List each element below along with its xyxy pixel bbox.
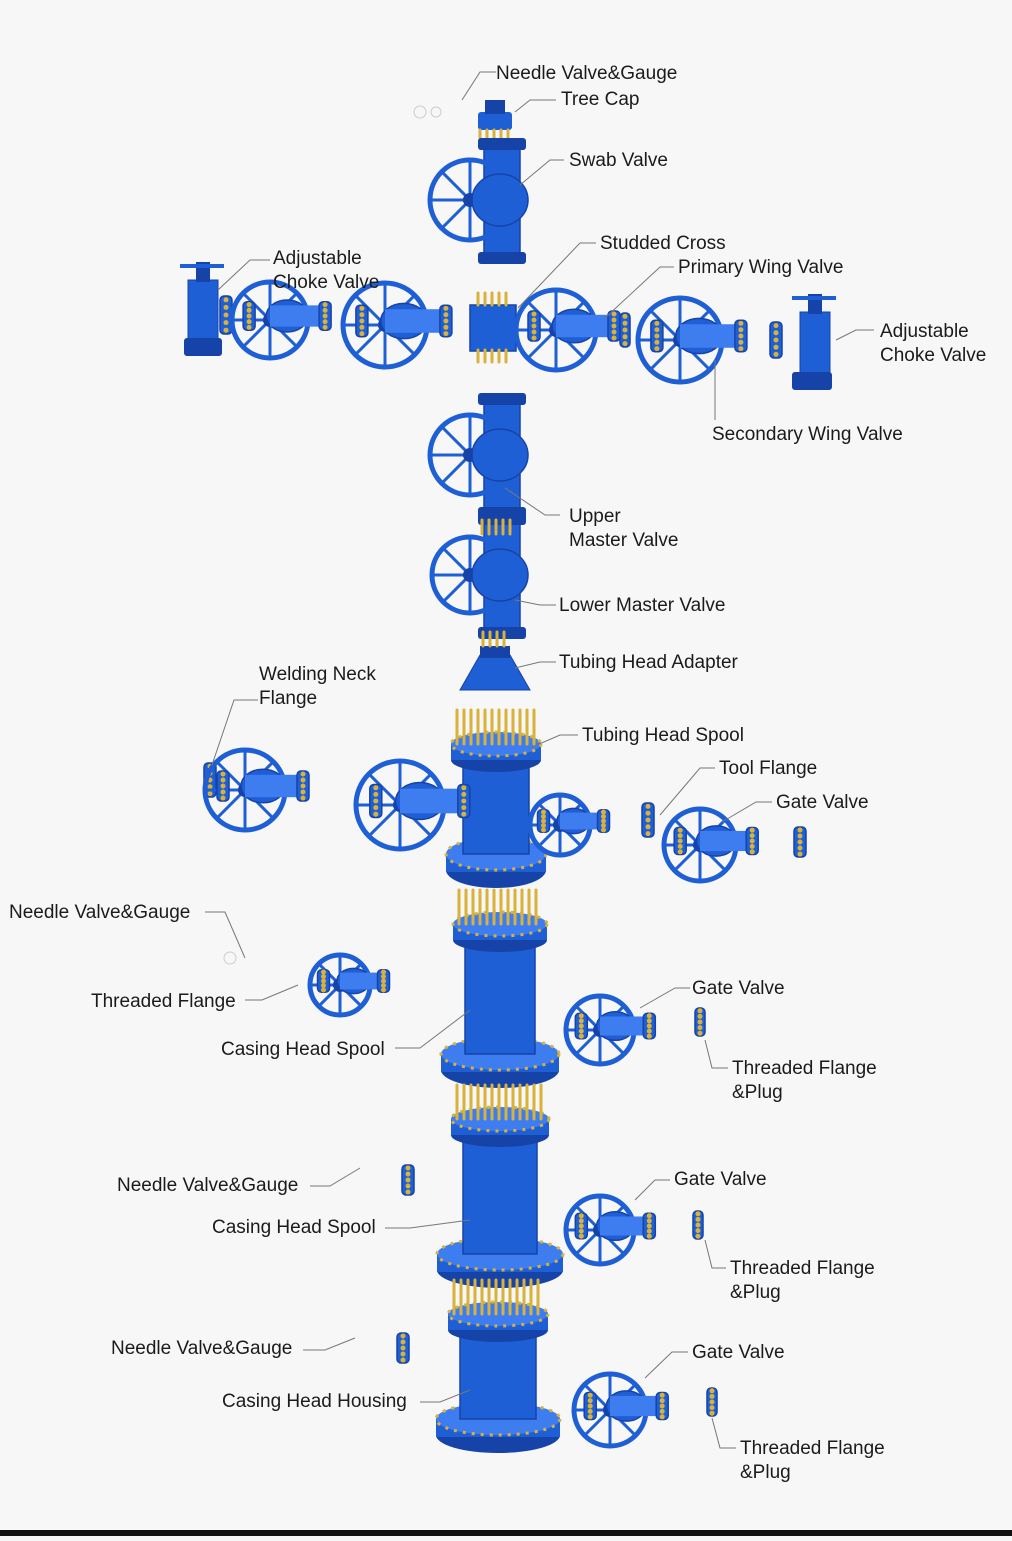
label-needle-valve-gauge-2: Needle Valve&Gauge bbox=[9, 902, 191, 923]
leader-line bbox=[704, 1039, 728, 1069]
gate-valve-casing-right-1 bbox=[563, 993, 657, 1067]
casing-head-housing bbox=[434, 1278, 562, 1453]
leader-line bbox=[514, 599, 556, 606]
label-studded-cross: Studded Cross bbox=[600, 233, 726, 254]
leader-line bbox=[395, 1009, 471, 1049]
threaded-flange-plug-1 bbox=[694, 1007, 706, 1037]
label-gate-valve-1: Gate Valve bbox=[776, 792, 869, 813]
threaded-flange-plug-2 bbox=[692, 1210, 704, 1240]
leader-line bbox=[704, 1239, 726, 1269]
lower-master-valve bbox=[429, 513, 529, 639]
label-needle-valve-gauge-3: Needle Valve&Gauge bbox=[117, 1175, 299, 1196]
leader-line bbox=[659, 767, 715, 816]
label-lower-master-valve: Lower Master Valve bbox=[559, 595, 726, 616]
label-gate-valve-4: Gate Valve bbox=[692, 1342, 785, 1363]
label-gate-valve-2: Gate Valve bbox=[692, 978, 785, 999]
tubing-head-adapter bbox=[459, 630, 531, 691]
leader-line bbox=[303, 1337, 356, 1351]
label-threaded-flange: Threaded Flange bbox=[91, 991, 236, 1012]
needle-valve-gauge-2 bbox=[223, 951, 237, 965]
casing-head-spool-1 bbox=[439, 888, 561, 1088]
leader-line bbox=[420, 1389, 471, 1403]
leader-line bbox=[519, 159, 564, 186]
leader-line bbox=[514, 99, 556, 113]
leader-line bbox=[514, 661, 556, 669]
adjustable-choke-valve-left bbox=[180, 262, 233, 356]
leader-line bbox=[504, 487, 560, 516]
primary-wing-valve bbox=[513, 287, 631, 373]
leader-line bbox=[711, 1417, 736, 1449]
label-adjustable-choke-valve-left: Adjustable Choke Valve bbox=[273, 248, 380, 293]
gate-valve-tubing-right-1 bbox=[527, 792, 611, 858]
leader-line bbox=[721, 801, 772, 823]
bottom-edge-bar bbox=[0, 1530, 1012, 1536]
label-casing-head-spool-2: Casing Head Spool bbox=[212, 1217, 376, 1238]
leader-line bbox=[217, 259, 270, 291]
label-casing-head-housing: Casing Head Housing bbox=[222, 1391, 407, 1412]
tool-flange bbox=[641, 802, 655, 838]
swab-valve bbox=[427, 138, 529, 264]
leader-line bbox=[385, 1219, 471, 1229]
leader-line bbox=[529, 734, 578, 749]
label-tubing-head-adapter: Tubing Head Adapter bbox=[559, 652, 738, 673]
leader-line bbox=[310, 1167, 361, 1187]
label-primary-wing-valve: Primary Wing Valve bbox=[678, 257, 844, 278]
leader-line bbox=[461, 71, 496, 101]
needle-valve-gauge-3 bbox=[401, 1164, 415, 1196]
label-secondary-wing-valve: Secondary Wing Valve bbox=[712, 424, 903, 445]
leader-line bbox=[245, 984, 299, 1001]
needle-valve-gauge-top bbox=[413, 105, 442, 119]
studded-cross bbox=[469, 291, 517, 364]
gate-valve-tubing-right-2 bbox=[661, 806, 759, 884]
label-threaded-flange-plug-1: Threaded Flange &Plug bbox=[732, 1058, 877, 1103]
label-threaded-flange-plug-2: Threaded Flange &Plug bbox=[730, 1258, 875, 1303]
adjustable-choke-valve-right bbox=[769, 294, 836, 390]
label-upper-master-valve: Upper Master Valve bbox=[569, 506, 679, 551]
tree-cap bbox=[478, 100, 512, 142]
leader-line bbox=[211, 699, 258, 766]
threaded-flange-plug-top bbox=[793, 826, 807, 858]
label-gate-valve-3: Gate Valve bbox=[674, 1169, 767, 1190]
needle-valve-gauge-4 bbox=[396, 1332, 410, 1364]
label-swab-valve: Swab Valve bbox=[569, 150, 668, 171]
leader-line bbox=[517, 242, 596, 309]
gate-valve-tubing-left-2 bbox=[353, 758, 471, 852]
label-welding-neck-flange: Welding Neck Flange bbox=[259, 664, 376, 709]
secondary-wing-valve bbox=[635, 295, 748, 385]
label-needle-valve-gauge-top: Needle Valve&Gauge bbox=[496, 63, 678, 84]
gate-valve-left-1 bbox=[229, 279, 332, 361]
label-adjustable-choke-valve-right: Adjustable Choke Valve bbox=[880, 321, 987, 366]
label-needle-valve-gauge-4: Needle Valve&Gauge bbox=[111, 1338, 293, 1359]
leader-line bbox=[634, 1179, 670, 1201]
gate-valve-tubing-left-1 bbox=[202, 747, 310, 833]
leader-line bbox=[644, 1351, 688, 1379]
gate-valve-casing-right-2 bbox=[563, 1193, 657, 1267]
casing-head-spool-2 bbox=[435, 1083, 565, 1288]
label-tool-flange: Tool Flange bbox=[719, 758, 818, 779]
label-casing-head-spool-1: Casing Head Spool bbox=[221, 1039, 385, 1060]
upper-master-valve bbox=[427, 393, 529, 519]
label-tree-cap: Tree Cap bbox=[561, 89, 640, 110]
gate-valve-casing-right-3 bbox=[571, 1371, 669, 1449]
leader-line bbox=[835, 329, 874, 341]
gate-valve-left-2 bbox=[340, 280, 453, 370]
tubing-head-spool bbox=[444, 708, 548, 888]
threaded-flange-plug-3 bbox=[706, 1387, 718, 1417]
label-tubing-head-spool: Tubing Head Spool bbox=[582, 725, 744, 746]
leader-line bbox=[205, 911, 246, 959]
gate-valve-casing-left bbox=[307, 952, 391, 1018]
label-threaded-flange-plug-3: Threaded Flange &Plug bbox=[740, 1438, 885, 1483]
leader-line bbox=[639, 987, 690, 1009]
leader-line bbox=[604, 266, 674, 319]
